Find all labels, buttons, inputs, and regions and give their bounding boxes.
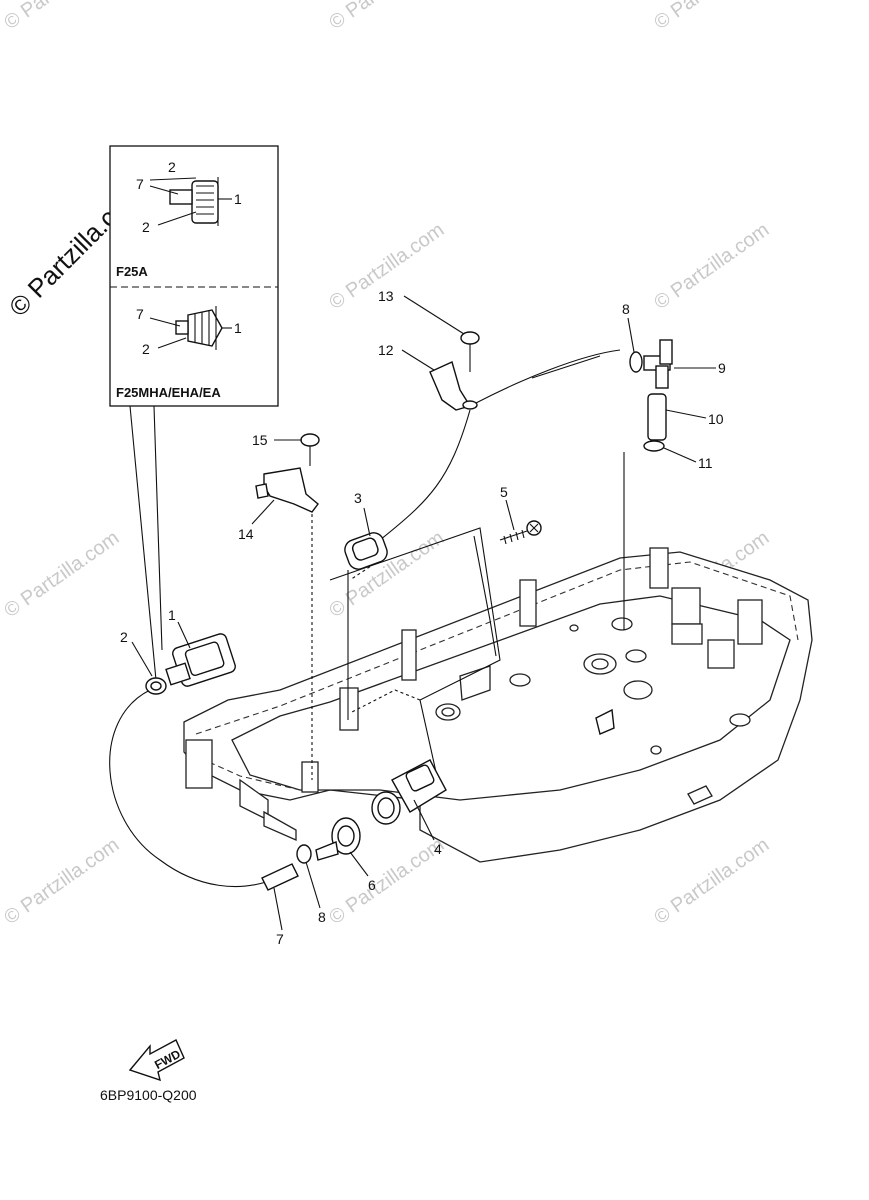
- callout-6: 6: [368, 877, 376, 893]
- callout-13: 13: [378, 288, 394, 304]
- callout-1: 1: [168, 607, 176, 623]
- part-5-screw: [499, 520, 542, 545]
- inset-bottom-callout-2: 2: [142, 341, 150, 357]
- watermark-tile: © Partzilla.com: [0, 834, 123, 929]
- fwd-arrow-icon: FWD: [128, 1039, 185, 1082]
- inset-top-label: F25A: [116, 264, 148, 279]
- watermark-tile: © Partzilla.com: [650, 834, 773, 929]
- callout-7: 7: [276, 931, 284, 947]
- watermark-tile: © Partzilla.com: [325, 0, 448, 34]
- callout-11: 11: [698, 455, 713, 471]
- drawing-code: 6BP9100-Q200: [100, 1087, 197, 1103]
- callout-2: 2: [120, 629, 128, 645]
- watermark-tile: © Partzilla.com: [0, 0, 123, 34]
- part-8-clip-lower: [296, 844, 312, 864]
- inset-top-callout-7: 7: [136, 176, 144, 192]
- part-13-bolt: [460, 331, 480, 372]
- bottom-cowling: [183, 547, 813, 863]
- part-7-hose: [261, 863, 299, 891]
- callout-9: 9: [718, 360, 726, 376]
- part-15-bolt: [300, 433, 320, 466]
- callout-10: 10: [708, 411, 724, 427]
- inset-bottom-label: F25MHA/EHA/EA: [116, 385, 221, 400]
- part-10-hose: [647, 393, 667, 441]
- part-14-bracket: [255, 467, 319, 513]
- watermark-tile: © Partzilla.com: [325, 527, 448, 622]
- part-3-grommet: [344, 532, 388, 570]
- part-1-grommet: [165, 633, 236, 687]
- part-11-washer: [643, 440, 665, 452]
- part-2-clamp: [145, 677, 167, 695]
- inset-top-callout-2a: 2: [168, 159, 176, 175]
- callout-12: 12: [378, 342, 394, 358]
- callout-3: 3: [354, 490, 362, 506]
- watermark-tile: © Partzilla.com: [0, 527, 123, 622]
- part-12-bracket: [429, 361, 478, 411]
- callout-14: 14: [238, 526, 254, 542]
- watermark-tile: © Partzilla.com: [650, 0, 773, 34]
- inset-top-callout-2b: 2: [142, 219, 150, 235]
- part-8-clip-upper: [629, 351, 643, 373]
- inset-bottom-drawing: [149, 306, 232, 350]
- inset-box: 7 2 2 1 F25A 7 2 1 F25MHA/EHA/EA: [109, 145, 279, 407]
- callout-8-upper: 8: [622, 301, 630, 317]
- inset-top-callout-1: 1: [234, 191, 242, 207]
- drain-fitting: [595, 708, 615, 735]
- callout-15: 15: [252, 432, 268, 448]
- callout-4: 4: [434, 841, 442, 857]
- inset-bottom-callout-7: 7: [136, 306, 144, 322]
- inset-bottom-callout-1: 1: [234, 320, 242, 336]
- part-6-fitting: [315, 817, 361, 861]
- inset-top-drawing: [149, 177, 232, 226]
- part-4-grommet: [371, 759, 447, 825]
- callout-5: 5: [500, 484, 508, 500]
- watermark-tile: © Partzilla.com: [650, 219, 773, 314]
- part-9-joint: [643, 339, 673, 389]
- callout-8-lower: 8: [318, 909, 326, 925]
